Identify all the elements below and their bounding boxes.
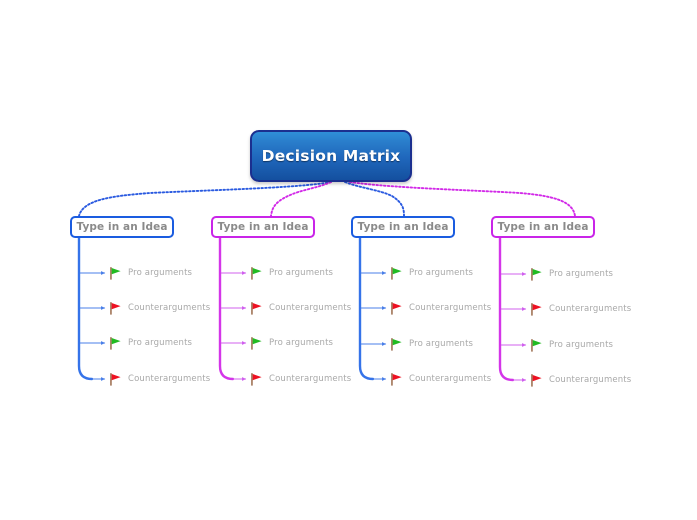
green-flag-icon [110,266,121,280]
green-flag-icon [391,266,402,280]
leaf-label: Pro arguments [128,337,193,348]
leaf-item[interactable]: Counterarguments [389,300,491,316]
root-connector-branch-2 [270,181,332,217]
leaf-item[interactable]: Pro arguments [108,265,192,281]
leaf-label: Counterarguments [128,373,211,384]
leaf-label: Counterarguments [269,302,352,313]
leaf-item[interactable]: Counterarguments [529,372,631,388]
root-connector-branch-1 [78,181,332,217]
idea-node-4-label: Type in an Idea [497,221,589,233]
idea-node-2[interactable]: Type in an Idea [211,216,315,238]
branch-3-trunk [358,236,375,381]
leaf-label: Pro arguments [269,267,334,278]
green-flag-icon [531,267,542,281]
red-flag-icon [531,302,542,316]
leaf-item[interactable]: Pro arguments [108,335,192,351]
leaf-label: Pro arguments [409,338,474,349]
leaf-label: Pro arguments [128,267,193,278]
leaf-label: Counterarguments [549,374,632,385]
green-flag-icon [531,338,542,352]
leaf-label: Pro arguments [549,268,614,279]
branch-2-trunk [218,236,235,381]
leaf-item[interactable]: Pro arguments [389,265,473,281]
root-connector-branch-3 [344,181,405,217]
leaf-item[interactable]: Pro arguments [529,266,613,282]
root-node[interactable]: Decision Matrix [250,130,412,182]
red-flag-icon [391,372,402,386]
green-flag-icon [391,337,402,351]
leaf-label: Counterarguments [128,302,211,313]
red-flag-icon [110,301,121,315]
branch-1-trunk [77,236,94,381]
root-connector-branch-4 [349,181,576,217]
leaf-item[interactable]: Counterarguments [389,371,491,387]
green-flag-icon [251,266,262,280]
idea-node-1-label: Type in an Idea [76,221,168,233]
red-flag-icon [251,301,262,315]
idea-node-1[interactable]: Type in an Idea [70,216,174,238]
idea-node-3-label: Type in an Idea [357,221,449,233]
leaf-label: Pro arguments [549,339,614,350]
green-flag-icon [251,336,262,350]
leaf-label: Counterarguments [269,373,352,384]
leaf-item[interactable]: Counterarguments [108,300,210,316]
branch-2-leaf-edges [221,271,247,381]
leaf-item[interactable]: Counterarguments [249,371,351,387]
leaf-item[interactable]: Pro arguments [389,336,473,352]
red-flag-icon [251,372,262,386]
leaf-label: Counterarguments [409,373,492,384]
leaf-item[interactable]: Counterarguments [249,300,351,316]
branch-3-leaf-edges [361,271,387,381]
leaf-item[interactable]: Pro arguments [529,337,613,353]
leaf-item[interactable]: Counterarguments [529,301,631,317]
root-node-label: Decision Matrix [261,147,401,165]
idea-node-4[interactable]: Type in an Idea [491,216,595,238]
branch-4-trunk [498,236,515,382]
leaf-item[interactable]: Pro arguments [249,265,333,281]
leaf-item[interactable]: Counterarguments [108,371,210,387]
leaf-label: Counterarguments [549,303,632,314]
green-flag-icon [110,336,121,350]
leaf-item[interactable]: Pro arguments [249,335,333,351]
branch-1-leaf-edges [80,271,106,381]
idea-node-2-label: Type in an Idea [217,221,309,233]
red-flag-icon [391,301,402,315]
red-flag-icon [110,372,121,386]
idea-node-3[interactable]: Type in an Idea [351,216,455,238]
branch-4-leaf-edges [501,272,527,382]
red-flag-icon [531,373,542,387]
leaf-label: Pro arguments [409,267,474,278]
leaf-label: Pro arguments [269,337,334,348]
leaf-label: Counterarguments [409,302,492,313]
